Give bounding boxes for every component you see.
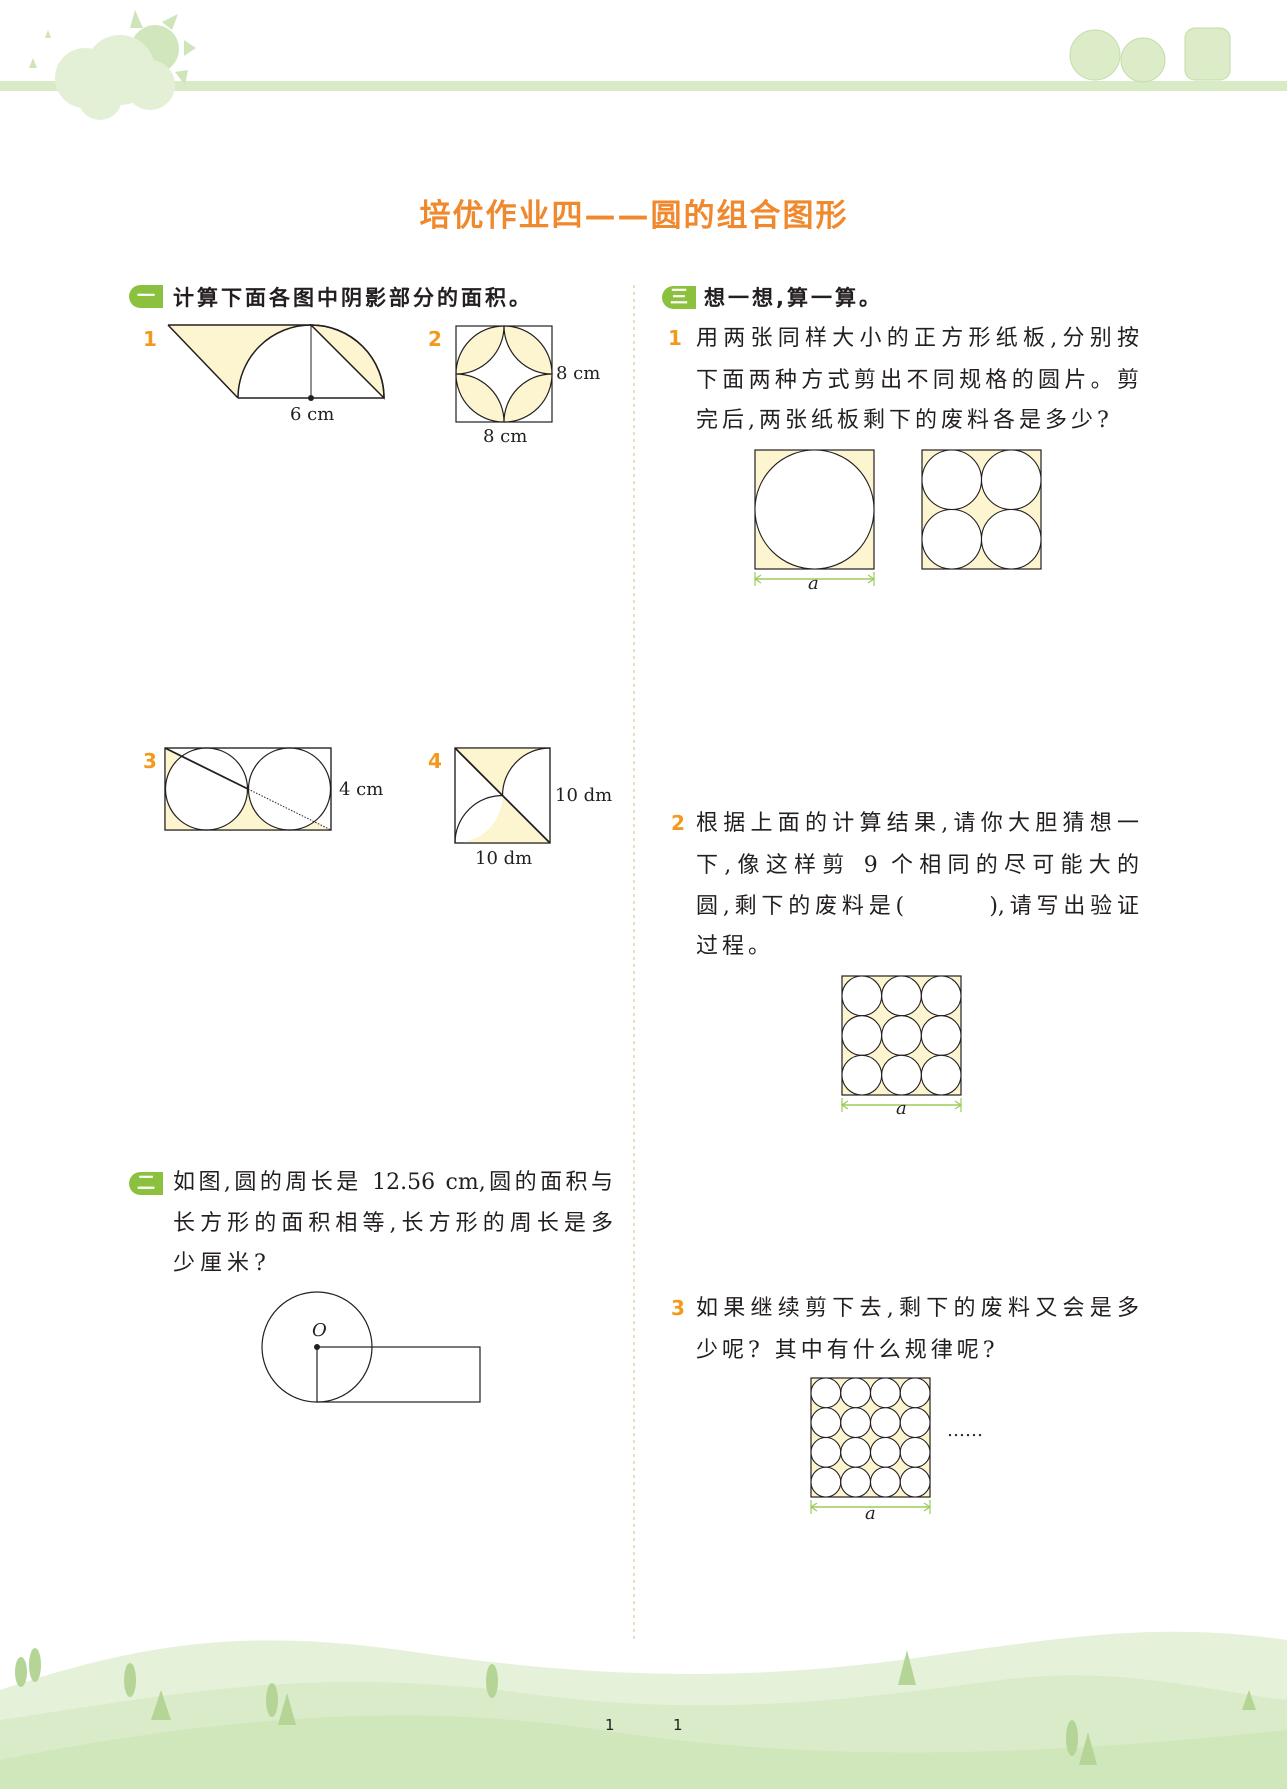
figure-1-label: 6 cm xyxy=(290,404,335,425)
figure-4-number: 4 xyxy=(428,749,442,773)
cut-circle xyxy=(980,449,1042,511)
figure-2-side-label: 8 cm xyxy=(556,363,601,384)
ellipsis: …… xyxy=(947,1420,983,1441)
question-2-number: 2 xyxy=(671,811,685,835)
section-badge-two: 二 xyxy=(129,1172,163,1195)
question-2-line-4: 过程。 xyxy=(696,934,775,959)
dimension-arrow-icon xyxy=(840,1098,963,1112)
sun-rays-icon xyxy=(130,10,196,85)
cut-circle xyxy=(841,975,883,1017)
question-1-line-2: 下面两种方式剪出不同规格的圆片。剪 xyxy=(696,368,1139,393)
cut-circle xyxy=(840,1466,872,1498)
cut-circle xyxy=(920,1015,962,1056)
section-one-heading: 计算下面各图中阴影部分的面积。 xyxy=(173,286,533,310)
figure-3-number: 3 xyxy=(143,749,157,773)
cut-circle xyxy=(921,508,983,570)
cut-circle xyxy=(980,508,1042,570)
cut-circle xyxy=(869,1436,901,1468)
cut-circle xyxy=(881,975,922,1017)
tree-icon xyxy=(15,1648,1256,1765)
circle-grid-2x2 xyxy=(921,449,1042,570)
side-length-label: a xyxy=(808,573,819,594)
circle-rectangle-figure xyxy=(261,1291,481,1403)
question-3-number: 3 xyxy=(671,1296,685,1320)
star-icon xyxy=(29,30,51,68)
section-three-heading: 想一想,算一算。 xyxy=(704,286,883,310)
animal-characters-icon xyxy=(1069,27,1231,83)
side-length-label: a xyxy=(865,1503,876,1524)
cut-circle xyxy=(840,1436,872,1468)
center-dot xyxy=(308,395,314,401)
figure-2 xyxy=(455,325,553,423)
cut-circle xyxy=(869,1466,901,1498)
question-1-line-1: 用两张同样大小的正方形纸板,分别按 xyxy=(696,326,1139,351)
cut-circle xyxy=(899,1466,931,1498)
cut-circle xyxy=(899,1407,931,1439)
circle-grid-4x4 xyxy=(809,1377,932,1514)
figure-1-number: 1 xyxy=(143,327,157,351)
figure-4-side-label: 10 dm xyxy=(555,785,613,806)
cut-circle xyxy=(921,449,983,511)
page-number-left: 1 xyxy=(605,1716,615,1734)
circle-grid-3x3 xyxy=(840,975,963,1112)
section-two-line-1: 如图,圆的周长是 12.56 cm,圆的面积与 xyxy=(173,1170,613,1195)
cut-circle xyxy=(881,1015,922,1056)
cut-circle xyxy=(869,1407,901,1439)
question-1-line-3: 完后,两张纸板剩下的废料各是多少? xyxy=(696,408,1113,433)
center-dot xyxy=(314,1344,320,1350)
question-3-line-2: 少呢? 其中有什么规律呢? xyxy=(696,1338,999,1363)
cut-circle xyxy=(899,1436,931,1468)
cut-circle xyxy=(869,1377,901,1409)
cloud-icon xyxy=(55,35,175,120)
footer-hills xyxy=(0,1631,1287,1789)
dimension-arrow-icon xyxy=(809,1500,932,1514)
cut-circle xyxy=(920,1054,962,1096)
figure-4-bottom-label: 10 dm xyxy=(475,848,533,869)
page-number-right: 1 xyxy=(673,1716,683,1734)
page-title: 培优作业四——圆的组合图形 xyxy=(419,198,849,234)
figure-4 xyxy=(454,747,551,844)
circle-grid-1x1 xyxy=(753,449,876,586)
cut-circle xyxy=(810,1436,842,1468)
figure-2-number: 2 xyxy=(428,327,442,351)
side-length-label: a xyxy=(896,1098,907,1119)
section-badge-one: 一 xyxy=(129,285,163,308)
question-1-number: 1 xyxy=(668,326,682,350)
figure-2-bottom-label: 8 cm xyxy=(483,426,528,447)
section-two-line-3: 少厘米? xyxy=(173,1251,271,1276)
figure-3-label: 4 cm xyxy=(339,779,384,800)
center-label-o: O xyxy=(312,1320,327,1341)
cut-circle xyxy=(840,1377,872,1409)
cut-circle xyxy=(754,449,875,570)
cut-circle xyxy=(840,1407,872,1439)
question-3-line-1: 如果继续剪下去,剩下的废料又会是多 xyxy=(696,1296,1139,1321)
section-two-line-2: 长方形的面积相等,长方形的周长是多 xyxy=(173,1211,613,1236)
cut-circle xyxy=(841,1015,883,1056)
cut-circle xyxy=(881,1054,922,1096)
question-2-line-3: 圆,剩下的废料是( ),请写出验证 xyxy=(696,894,1139,919)
section-badge-three: 三 xyxy=(662,286,696,309)
figure-3 xyxy=(164,747,332,831)
question-2-line-2: 下,像这样剪 9 个相同的尽可能大的 xyxy=(696,853,1139,878)
cut-circle xyxy=(920,975,962,1017)
cut-circle xyxy=(841,1054,883,1096)
cut-circle xyxy=(810,1407,842,1439)
question-2-line-1: 根据上面的计算结果,请你大胆猜想一 xyxy=(696,811,1139,836)
cut-circle xyxy=(899,1377,931,1409)
cut-circle xyxy=(810,1466,842,1498)
header-decoration xyxy=(0,10,1287,120)
dimension-arrow-icon xyxy=(753,572,876,586)
figure-1 xyxy=(167,324,385,401)
cut-circle xyxy=(810,1377,842,1409)
